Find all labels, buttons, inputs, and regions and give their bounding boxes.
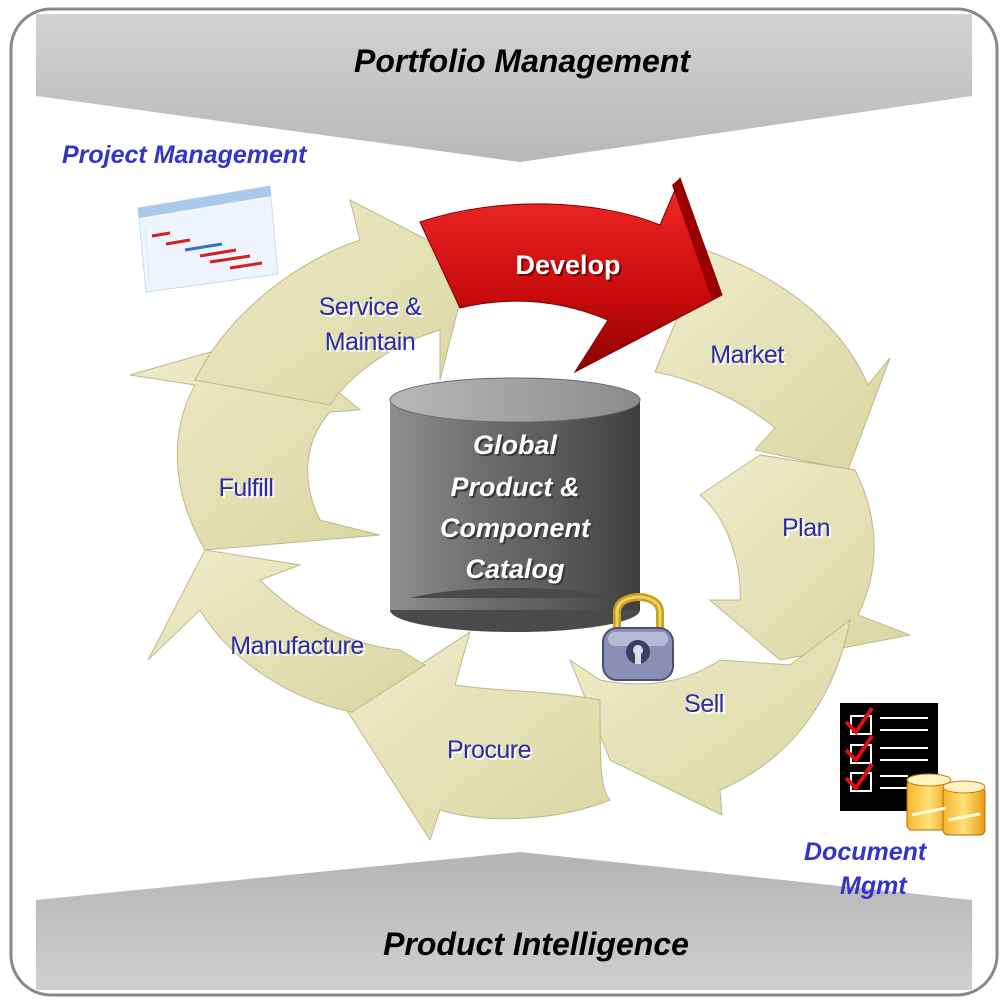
- manufacture-label-shadow: Manufacture: [232, 634, 365, 662]
- project-gantt-icon: [137, 185, 279, 293]
- service-label-line2: Maintain: [325, 328, 416, 356]
- sell-label-shadow: Sell: [686, 692, 726, 720]
- catalog-line1: Global: [473, 430, 558, 460]
- document-jars-icon: [906, 773, 986, 836]
- arrow-develop: [419, 176, 723, 374]
- arrow-manufacture: [147, 549, 426, 713]
- top-band-label: Portfolio Management: [354, 43, 691, 79]
- market-label: Market: [710, 341, 784, 369]
- bottom-band: [36, 852, 972, 990]
- bottom-band-label: Product Intelligence: [383, 926, 689, 962]
- fulfill-label: Fulfill: [219, 474, 274, 502]
- manufacture-label: Manufacture: [230, 632, 363, 660]
- arrow-market: [654, 249, 891, 471]
- top-band: [36, 14, 972, 162]
- catalog-line3-shadow: Component: [442, 515, 593, 545]
- maintain-label-shadow: Maintain: [327, 330, 418, 358]
- plan-label-shadow: Plan: [784, 516, 832, 544]
- arrow-procure: [347, 630, 611, 842]
- develop-label-shadow: Develop: [517, 252, 622, 282]
- catalog-line2: Product &: [450, 472, 579, 502]
- plan-label: Plan: [782, 514, 830, 542]
- catalog-line1-shadow: Global: [475, 432, 560, 462]
- service-label-line1: Service &: [319, 293, 422, 321]
- catalog-line3: Component: [440, 513, 591, 543]
- document-mgmt-line2: Mgmt: [840, 872, 908, 900]
- catalog-cylinder: [389, 377, 641, 632]
- develop-label: Develop: [515, 250, 620, 280]
- sell-label: Sell: [684, 690, 724, 718]
- project-management-label: Project Management: [62, 141, 308, 169]
- service-label-shadow: Service &: [321, 295, 424, 323]
- procure-label-shadow: Procure: [449, 738, 533, 766]
- arrow-service: [194, 199, 471, 406]
- market-label-shadow: Market: [712, 343, 786, 371]
- catalog-line2-shadow: Product &: [452, 474, 581, 504]
- procure-label: Procure: [447, 736, 531, 764]
- document-mgmt-line1: Document: [804, 838, 928, 866]
- fulfill-label-shadow: Fulfill: [221, 476, 276, 504]
- lock-icon: [602, 593, 674, 681]
- arrow-plan: [699, 454, 912, 661]
- arrow-sell: [568, 618, 851, 816]
- catalog-line4-shadow: Catalog: [467, 556, 567, 586]
- cycle-ring: [129, 199, 912, 842]
- catalog-line4: Catalog: [465, 554, 565, 584]
